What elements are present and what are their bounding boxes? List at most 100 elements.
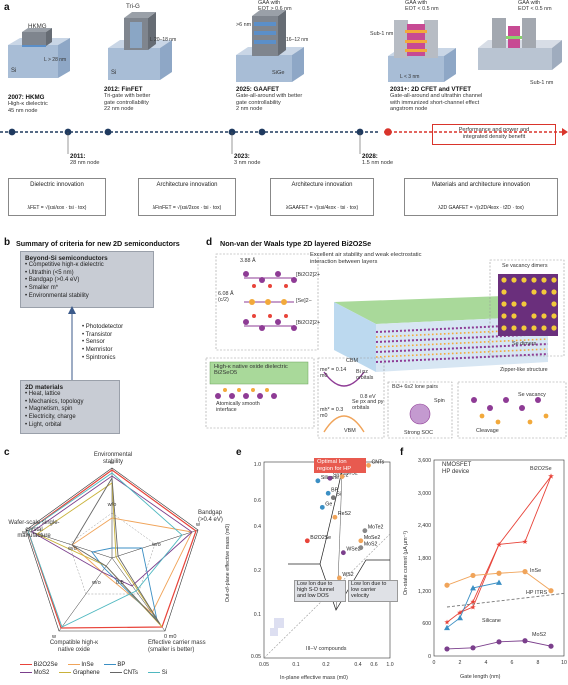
panel-f-label: f xyxy=(400,447,404,458)
gaafet-6nm-label: >6 nm xyxy=(236,22,252,28)
radar-legend: Bi2O2Se InSe BP MoS2 Graphene CNTs Si xyxy=(20,662,216,676)
line-point-3-0 xyxy=(444,624,450,631)
gap-label: 0.8 eV xyxy=(360,394,376,400)
scatter-label-2: SnS2 xyxy=(345,471,358,477)
svg-text:w/o: w/o xyxy=(107,502,117,508)
scatter-point-4 xyxy=(330,495,336,501)
scatter-label-7: Bi2O2Se xyxy=(310,535,331,541)
line-point-2-2 xyxy=(496,570,502,576)
legend-inse: InSe xyxy=(67,662,94,668)
cfet-device-icon xyxy=(388,20,456,82)
vtfet-sub1nm-label: Sub-1 nm xyxy=(530,80,554,86)
line-point-1-2: ★ xyxy=(496,541,502,549)
lattice-c: 6.08 Å(c/2) xyxy=(218,291,234,303)
cfet-l-label: L < 3 nm xyxy=(400,74,420,80)
scatter-label-8: WSe2 xyxy=(346,547,360,553)
legend-bi2o2se: Bi2O2Se xyxy=(20,662,58,668)
scatter-label-13: MoS2 xyxy=(364,542,378,548)
innovation-dielectric: Dielectric innovation λFET = √(εsi/εox ·… xyxy=(8,178,106,216)
cleavage-label: Cleavage xyxy=(476,428,499,434)
panel-d-title: Non-van der Waals type 2D layered Bi2O2S… xyxy=(220,239,372,248)
radar-series-si xyxy=(27,472,183,628)
svg-text:0.1: 0.1 xyxy=(254,612,261,618)
scatter-point-8 xyxy=(340,550,346,556)
scatter-point-5 xyxy=(319,504,325,510)
cfet-description: 2031+: 2D CFET and VTFET Gate-all-around… xyxy=(390,86,483,113)
optimal-region-box: Optimal Ion region for HP xyxy=(314,458,366,474)
line-yticks: 0 600 1,200 1,800 2,400 3,000 3,600 xyxy=(418,458,431,660)
finfet-si-label: Si xyxy=(111,70,117,76)
svg-text:0.1: 0.1 xyxy=(292,662,299,668)
finfet-tag: Tri-G xyxy=(126,3,140,10)
se-orbital-label: Se px and py orbitals xyxy=(352,399,384,411)
timeline-2023: 2023: 3 nm node xyxy=(234,153,261,166)
mh-label: mh* = 0.3 m0 xyxy=(320,407,344,419)
svg-text:3,600: 3,600 xyxy=(418,458,431,464)
me-label: me* = 0.14 m0 xyxy=(320,367,347,379)
beyond-si-list: Competitive high-κ dielectric Ultrathin … xyxy=(25,262,149,300)
lone-pair-label: Bi3+ 6s2 lone pairs xyxy=(392,384,438,390)
axis-wafer-scale: Wafer-scale single-crystal manufacture xyxy=(8,520,60,540)
svg-text:0.05: 0.05 xyxy=(259,662,269,668)
lattice-a: 3.88 Å xyxy=(240,258,256,264)
svg-text:8: 8 xyxy=(537,660,540,666)
svg-text:0.6: 0.6 xyxy=(254,498,261,504)
line-label-inse: InSe xyxy=(530,568,542,574)
svg-text:1.0: 1.0 xyxy=(386,662,393,668)
smooth-interface-label: Atomically smooth interface xyxy=(216,401,260,413)
line-point-1-1: ★ xyxy=(470,598,476,606)
svg-text:2: 2 xyxy=(459,660,462,666)
gaafet-description: 2025: GAAFET Gate-all-around with better… xyxy=(236,86,303,113)
scatter-xlabel: In-plane effective mass (m0) xyxy=(280,675,348,681)
svg-text:3,000: 3,000 xyxy=(418,491,431,497)
line-chart-series: ★★★★★★★★★★ xyxy=(444,473,565,652)
scatter-point-12 xyxy=(358,538,364,544)
panel-c-label: c xyxy=(4,447,10,458)
scatter-point-2 xyxy=(339,474,345,479)
axis-effective-mass: Effective carrier mass (smaller is bette… xyxy=(148,640,206,653)
up-arrow-icon xyxy=(68,306,76,384)
scatter-point-7 xyxy=(304,538,310,544)
svg-text:w/o: w/o xyxy=(91,580,101,586)
gaafet-l-label: 16–12 nm xyxy=(286,37,309,43)
scatter-point-13 xyxy=(358,545,364,551)
line-point-0-0: ★ xyxy=(444,619,450,627)
scatter-label-11: MoTe2 xyxy=(368,525,384,531)
line-point-5-3 xyxy=(522,638,528,644)
svg-text:0.05: 0.05 xyxy=(251,654,261,660)
line-chart: ★★★★★★★★★★ 0 600 1,200 1,800 2,400 3,000… xyxy=(418,458,567,666)
svg-text:0 m0: 0 m0 xyxy=(164,634,176,640)
finfet-device-icon xyxy=(108,12,172,80)
scatter-label-12: MoSe2 xyxy=(364,535,381,541)
air-stability-note: Excellent air stability and weak electro… xyxy=(310,252,422,265)
native-oxide-label: High-κ native oxide dielectric Bi2SeO5 xyxy=(214,364,288,377)
vbm-label: VBM xyxy=(344,428,356,434)
2d-materials-box: 2D materials Heat, lattice Mechanics, to… xyxy=(20,380,120,434)
panel-a-label: a xyxy=(4,2,10,13)
line-label-bi2o2se: Bi2O2Se xyxy=(530,466,552,472)
svg-text:0.2: 0.2 xyxy=(254,568,261,574)
svg-text:0.6: 0.6 xyxy=(370,662,377,668)
svg-text:w: w xyxy=(195,522,201,528)
svg-text:600: 600 xyxy=(422,621,431,627)
beyond-si-box: Beyond-Si semiconductors Competitive hig… xyxy=(20,251,154,308)
line-label-hp-itrs: HP ITRS xyxy=(526,590,548,596)
scatter-label-5: Ge xyxy=(325,501,332,507)
svg-text:0: 0 xyxy=(428,654,431,660)
axis-native-oxide: Compatible high-κ native oxide xyxy=(49,640,99,653)
benefit-box: Performance and power and integrated den… xyxy=(432,124,556,145)
scatter-point-3 xyxy=(325,490,331,496)
gaafet-device-icon xyxy=(236,10,304,82)
svg-text:w: w xyxy=(21,530,27,536)
svg-text:1,200: 1,200 xyxy=(418,589,431,595)
legend-bp: BP xyxy=(103,662,125,668)
low-ion-right-box: Low Ion due to low carrier velocity xyxy=(348,580,398,602)
legend-graphene: Graphene xyxy=(59,670,100,676)
line-point-1-3: ★ xyxy=(548,473,554,481)
line-point-1-0: ★ xyxy=(457,609,463,617)
svg-text:4: 4 xyxy=(485,660,488,666)
line-point-2-1 xyxy=(470,572,476,579)
layer-bio-top: [Bi2O2]2+ xyxy=(296,272,321,278)
axis-environmental-stability: Environmental stability xyxy=(93,452,133,465)
